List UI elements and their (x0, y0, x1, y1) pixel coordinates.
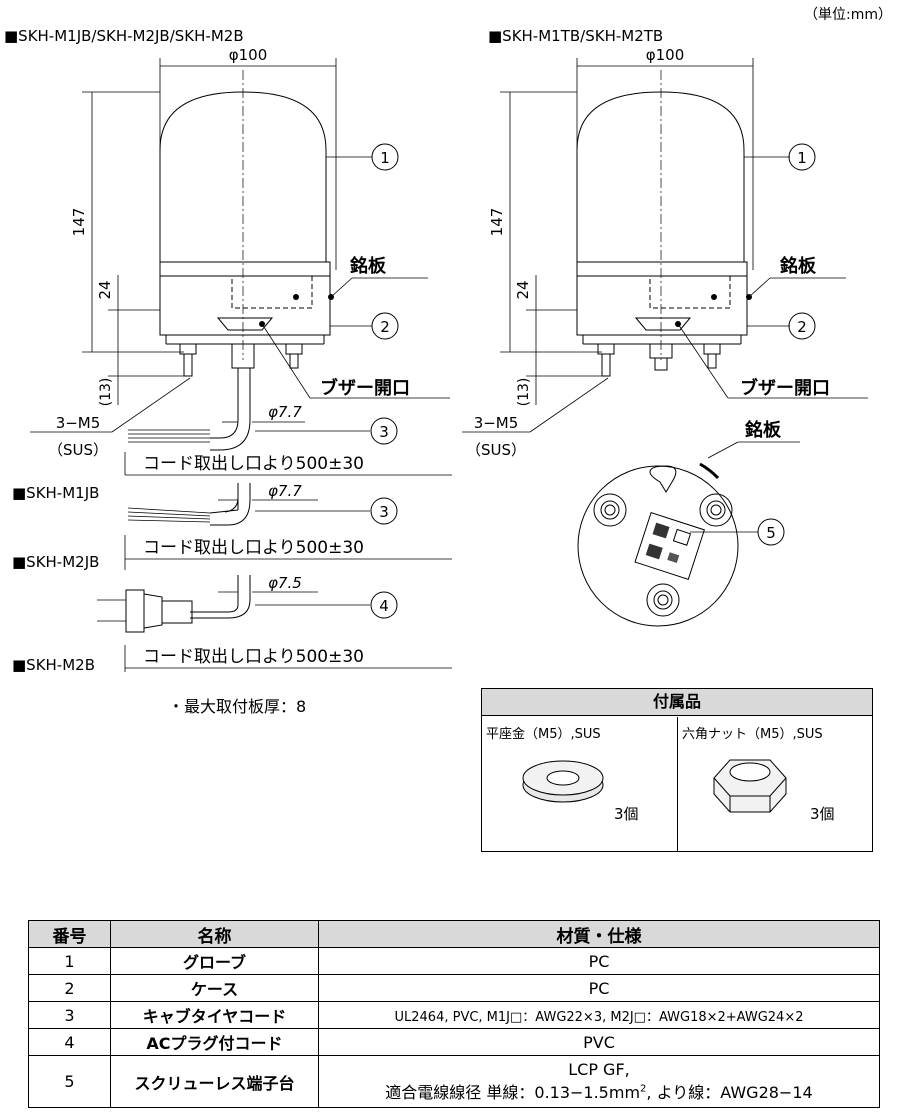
buzzer-label: ブザー開口 (320, 377, 410, 399)
right-height-stud: (13) (516, 378, 532, 407)
cord3-length: コード取出し口より500±30 (143, 647, 364, 667)
accessory-nut: 六角ナット（M5）,SUS 3個 (677, 717, 872, 851)
table-row: 4 ACプラグ付コード PVC (28, 1028, 880, 1056)
cord1-dia: φ7.7 (268, 403, 302, 421)
mounting-hole (593, 493, 627, 527)
table-row: 2 ケース PC (28, 974, 880, 1002)
spec-text: , より線：AWG28−14 (646, 1083, 813, 1102)
hex-nut-icon (713, 759, 787, 813)
cord-m1jb: φ7.7 3 コード取出し口より500±30 ■SKH-M1JB (12, 403, 452, 502)
row-spec: UL2464, PVC, M1J□：AWG22×3, M2J□：AWG18×2+… (318, 1001, 880, 1029)
row-name: キャブタイヤコード (110, 1001, 319, 1029)
row-no: 1 (28, 947, 111, 975)
cord2-model: ■SKH-M2JB (12, 553, 99, 571)
row-name: ACプラグ付コード (110, 1028, 319, 1056)
accessories-box: 付属品 平座金（M5）,SUS 3個 六角ナット（M5）,SUS 3個 (481, 688, 873, 852)
callout-3b: 3 (379, 503, 389, 521)
max-plate-thickness: ・最大取付板厚：8 (168, 697, 306, 716)
bottom-nameplate-label: 銘板 (745, 419, 782, 441)
washer-icon (522, 760, 604, 803)
accessory-qty: 3個 (614, 805, 639, 823)
header-name: 名称 (110, 920, 319, 948)
terminal-block (634, 511, 705, 580)
row-no: 4 (28, 1028, 111, 1056)
row-no: 5 (28, 1055, 111, 1108)
accessory-name: 平座金（M5）,SUS (486, 727, 601, 742)
right-screw-label: 3−M5 (474, 414, 519, 432)
left-view-title: ■SKH-M1JB/SKH-M2JB/SKH-M2B (4, 27, 244, 45)
callout-2: 2 (380, 318, 390, 336)
accessory-name: 六角ナット（M5）,SUS (682, 727, 823, 742)
cord1-length: コード取出し口より500±30 (143, 454, 364, 474)
row-spec: PC (318, 947, 880, 975)
screw-material: （SUS） (48, 441, 108, 459)
row-name: グローブ (110, 947, 319, 975)
bottom-view: 銘板 5 (577, 419, 800, 627)
right-screw-material: （SUS） (466, 441, 526, 459)
row-spec: PC (318, 974, 880, 1002)
cord-m2jb: φ7.7 3 コード取出し口より500±30 ■SKH-M2JB (12, 482, 452, 571)
callout-5: 5 (766, 524, 776, 542)
left-height-total: 147 (70, 208, 88, 237)
left-height-stud: (13) (98, 378, 114, 407)
row-no: 2 (28, 974, 111, 1002)
left-side-view: ■SKH-M1JB/SKH-M2JB/SKH-M2B φ100 147 24 (4, 27, 450, 459)
right-view-title: ■SKH-M1TB/SKH-M2TB (488, 27, 663, 45)
screw-label: 3−M5 (56, 414, 101, 432)
cord2-length: コード取出し口より500±30 (143, 538, 364, 558)
right-callout-1: 1 (797, 149, 807, 167)
right-callout-2: 2 (797, 318, 807, 336)
accessories-title: 付属品 (482, 689, 872, 716)
right-buzzer-label: ブザー開口 (740, 377, 830, 399)
callout-4: 4 (379, 597, 389, 615)
cord1-model: ■SKH-M1JB (12, 484, 99, 502)
row-name: スクリューレス端子台 (110, 1055, 319, 1108)
row-no: 3 (28, 1001, 111, 1029)
cord-variants: φ7.7 3 コード取出し口より500±30 ■SKH-M1JB φ7.7 3 … (12, 403, 452, 716)
callout-1: 1 (380, 149, 390, 167)
spec-text: 適合電線線径 単線：0.13−1.5mm (385, 1083, 641, 1102)
unit-note: （単位:mm） (804, 7, 892, 23)
cord-m2b: φ7.5 4 コード取出し口より500±30 ■SKH-M2B (12, 574, 452, 674)
table-row: 1 グローブ PC (28, 947, 880, 975)
right-height-total: 147 (488, 208, 506, 237)
parts-table: 番号 名称 材質・仕様 1 グローブ PC 2 ケース PC 3 キャブタイヤコ… (28, 920, 880, 1108)
right-side-view: ■SKH-M1TB/SKH-M2TB φ100 147 24 (13) 1 銘板… (462, 27, 868, 459)
row-spec: LCP GF, 適合電線線径 単線：0.13−1.5mm2, より線：AWG28… (318, 1055, 880, 1108)
spec-superscript: 2 (640, 1083, 647, 1095)
mounting-hole (646, 583, 680, 617)
row-spec-line1: LCP GF, (568, 1060, 630, 1079)
row-name: ケース (110, 974, 319, 1002)
header-no: 番号 (28, 920, 111, 948)
right-nameplate-label: 銘板 (780, 255, 817, 277)
left-dia-label: φ100 (229, 46, 268, 64)
nameplate-label: 銘板 (350, 255, 387, 277)
right-dia-label: φ100 (646, 46, 685, 64)
accessory-washer: 平座金（M5）,SUS 3個 (482, 717, 676, 851)
table-row: 5 スクリューレス端子台 LCP GF, 適合電線線径 単線：0.13−1.5m… (28, 1055, 880, 1108)
cord2-dia: φ7.7 (268, 482, 302, 500)
table-row: 3 キャブタイヤコード UL2464, PVC, M1J□：AWG22×3, M… (28, 1001, 880, 1029)
cord3-model: ■SKH-M2B (12, 656, 95, 674)
cord3-dia: φ7.5 (268, 574, 302, 592)
row-spec: PVC (318, 1028, 880, 1056)
row-spec-line2: 適合電線線径 単線：0.13−1.5mm2, より線：AWG28−14 (321, 1079, 877, 1103)
table-header-row: 番号 名称 材質・仕様 (28, 920, 880, 948)
right-height-case: 24 (514, 280, 532, 299)
left-height-case: 24 (96, 280, 114, 299)
mounting-hole (699, 493, 733, 527)
accessory-qty: 3個 (810, 805, 835, 823)
callout-3a: 3 (379, 423, 389, 441)
header-spec: 材質・仕様 (318, 920, 880, 948)
